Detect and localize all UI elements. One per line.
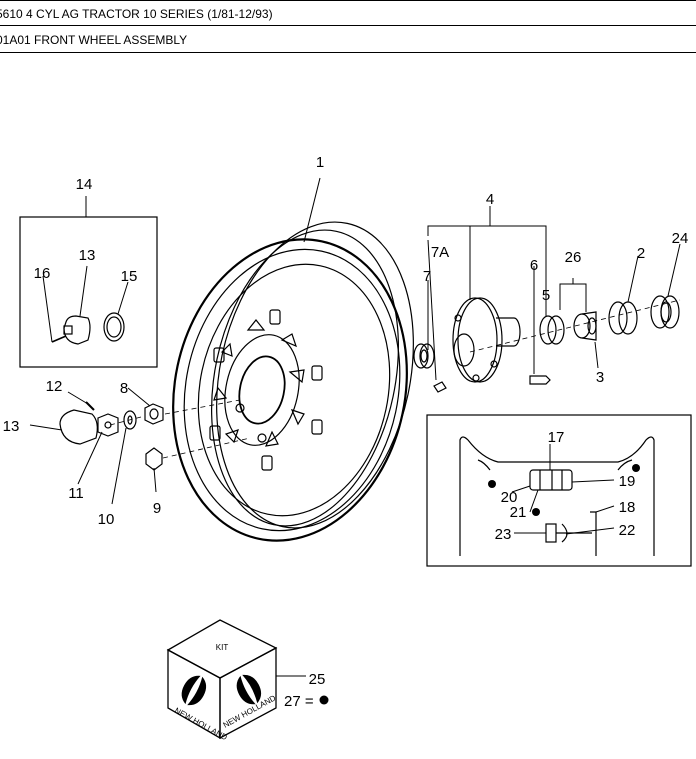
- callout-4: 4: [486, 191, 494, 208]
- callout-2: 2: [637, 245, 645, 262]
- inset-box-14: [19, 216, 158, 368]
- callout-3: 3: [596, 369, 604, 386]
- marker-dot: [632, 464, 640, 472]
- header-model-line: 5610 4 CYL AG TRACTOR 10 SERIES (1/81-12…: [0, 0, 696, 26]
- callout-23: 23: [495, 526, 512, 543]
- marker-dot: [488, 480, 496, 488]
- legend-dot: [319, 695, 329, 705]
- legend-27: 27 =: [284, 693, 314, 710]
- callout-20: 20: [501, 489, 518, 506]
- callout-11: 11: [68, 485, 84, 502]
- callout-17: 17: [548, 429, 565, 446]
- callout-13-inset: 13: [79, 247, 96, 264]
- callout-26: 26: [565, 249, 582, 266]
- model-title: 5610 4 CYL AG TRACTOR 10 SERIES (1/81-12…: [0, 7, 273, 21]
- callout-21: 21: [510, 504, 527, 521]
- section-title: 01A01 FRONT WHEEL ASSEMBLY: [0, 33, 188, 47]
- callout-8: 8: [120, 380, 128, 397]
- callout-25: 25: [309, 671, 326, 688]
- marker-dot: [532, 508, 540, 516]
- callout-14: 14: [76, 176, 93, 193]
- callout-7: 7: [423, 268, 431, 285]
- callout-19: 19: [619, 473, 636, 490]
- callout-16: 16: [34, 265, 51, 282]
- callout-13-left: 13: [3, 418, 20, 435]
- fastener-parts-drawing: [59, 399, 251, 471]
- detail-box-rim-valve: [426, 414, 692, 567]
- callout-10: 10: [98, 511, 115, 528]
- callout-22: 22: [619, 522, 636, 539]
- callout-5: 5: [542, 287, 550, 304]
- callout-15: 15: [121, 268, 138, 285]
- wheel-rim-drawing: [172, 221, 414, 542]
- brand-logo-left: [181, 675, 207, 706]
- kit-box-drawing: [166, 619, 278, 740]
- callout-6: 6: [530, 257, 538, 274]
- hub-drawing: [413, 295, 681, 393]
- brand-logo-right: [236, 674, 262, 705]
- callout-9: 9: [153, 500, 161, 517]
- callout-1: 1: [316, 154, 324, 171]
- kit-label: KIT: [216, 643, 229, 652]
- callout-24: 24: [672, 230, 689, 247]
- callout-7a: 7A: [431, 244, 449, 261]
- leader-lines: [29, 177, 681, 677]
- callout-12: 12: [46, 378, 63, 395]
- callout-18: 18: [619, 499, 636, 516]
- header-section-line: 01A01 FRONT WHEEL ASSEMBLY: [0, 27, 696, 53]
